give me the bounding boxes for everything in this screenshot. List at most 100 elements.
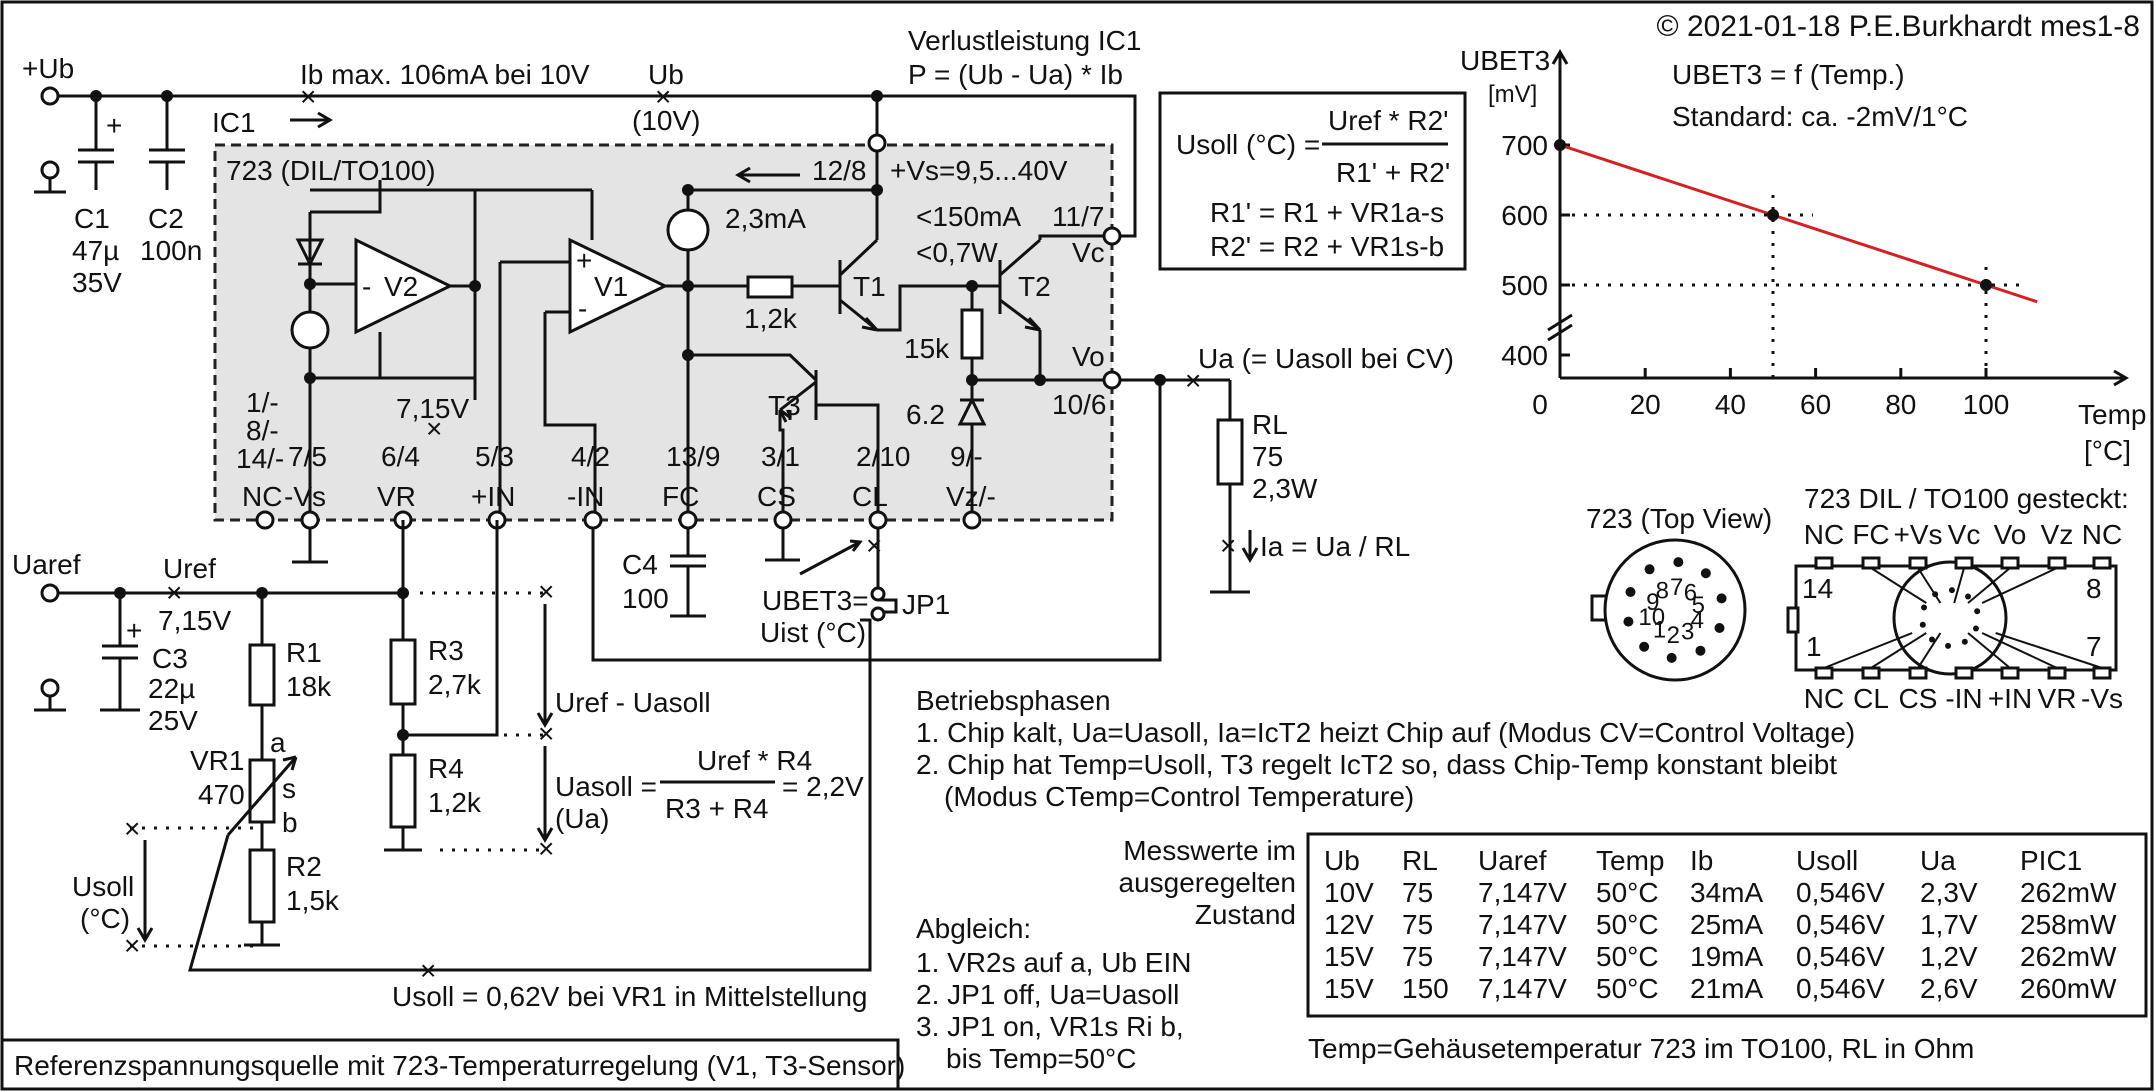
- adjust-4: bis Temp=50°C: [946, 1043, 1136, 1074]
- svg-text:1,2k: 1,2k: [428, 787, 482, 818]
- nc-pin-labels: 1/- 8/- 14/- NC: [236, 387, 284, 512]
- to100-pin-label: 5: [1692, 592, 1705, 619]
- svg-text:×: ×: [866, 530, 882, 561]
- copyright: © 2021-01-18 P.E.Burkhardt mes1-8: [1657, 10, 2141, 43]
- pin-name: CS: [757, 481, 796, 512]
- pin-terminal-0[interactable]: [300, 510, 320, 530]
- table-cell: 150: [1402, 973, 1449, 1004]
- table-cell: 1,2V: [1920, 941, 1978, 972]
- loss-formula: P = (Ub - Ua) * Ib: [908, 59, 1123, 90]
- table-cell: 75: [1402, 877, 1433, 908]
- v2-label: V2: [384, 271, 418, 302]
- table-cell: 2,6V: [1920, 973, 1978, 1004]
- svg-text:b: b: [282, 807, 298, 838]
- current-source-label: 2,3mA: [725, 203, 806, 234]
- pin-terminal-4[interactable]: [678, 510, 698, 530]
- chart-x-axis: [1560, 369, 2129, 387]
- measure-table-box: [1306, 832, 2148, 1018]
- to100-pin-label: 7: [1670, 574, 1683, 601]
- chart-ylabel: UBET3: [1460, 45, 1550, 76]
- dil-top-pin-label: Vz: [2041, 519, 2074, 550]
- svg-text:+: +: [126, 615, 142, 646]
- x-tick-label: 80: [1885, 389, 1916, 420]
- table-cell: 50°C: [1596, 877, 1659, 908]
- svg-text:47µ: 47µ: [72, 235, 119, 266]
- table-header: Ub: [1324, 845, 1360, 876]
- table-cell: 0,546V: [1796, 941, 1885, 972]
- svg-text:-: -: [362, 271, 371, 302]
- svg-text:470: 470: [198, 779, 245, 810]
- v2-opamp: [354, 237, 454, 335]
- y-tick-label: 400: [1501, 340, 1548, 371]
- table-header: Ua: [1920, 845, 1956, 876]
- vr1-pot[interactable]: [248, 758, 276, 824]
- x-mark: ×: [300, 81, 316, 112]
- y-tick-label: 700: [1501, 130, 1548, 161]
- pin-terminal-5[interactable]: [773, 510, 793, 530]
- svg-text:Zustand: Zustand: [1195, 899, 1296, 930]
- dil-pin: [1954, 666, 1974, 680]
- dil-title: 723 DIL / TO100 gesteckt:: [1804, 483, 2129, 514]
- data-point: [1767, 209, 1779, 221]
- dil-top-pin-label: NC: [2082, 519, 2122, 550]
- c2-labels: C2 100n: [140, 203, 202, 266]
- table-cell: 75: [1402, 909, 1433, 940]
- t1-label: T1: [853, 271, 886, 302]
- c1-labels: C1 47µ 35V: [72, 203, 122, 298]
- to100-pin: [1714, 622, 1725, 633]
- table-cell: 0,546V: [1796, 909, 1885, 940]
- table-cell: 19mA: [1690, 941, 1763, 972]
- svg-text:×: ×: [538, 833, 554, 864]
- chart-subtitle: Standard: ca. -2mV/1°C: [1672, 101, 1968, 132]
- x-mark: ×: [655, 81, 671, 112]
- dil-bottom-pin-label: CL: [1853, 683, 1889, 714]
- phase-2: 2. Chip hat Temp=Usoll, T3 regelt IcT2 s…: [916, 749, 1837, 780]
- table-header: PIC1: [2020, 845, 2082, 876]
- dil-wire: [1870, 632, 1927, 669]
- svg-text:R3: R3: [428, 635, 464, 666]
- dil-bottom-pin-label: +IN: [1988, 683, 2032, 714]
- r1-resistor: [248, 643, 276, 707]
- svg-text:25V: 25V: [148, 705, 198, 736]
- t3-label: T3: [768, 390, 801, 421]
- adjust-title: Abgleich:: [916, 913, 1031, 944]
- pin-terminal-3[interactable]: [583, 510, 603, 530]
- pin-terminal-6[interactable]: [868, 510, 888, 530]
- svg-text:35V: 35V: [72, 267, 122, 298]
- rl-resistor[interactable]: [1216, 418, 1244, 486]
- ub-terminal[interactable]: [40, 86, 60, 106]
- table-cell: 262mW: [2020, 877, 2117, 908]
- table-cell: 7,147V: [1478, 973, 1567, 1004]
- dil-to100-pin: [1929, 636, 1936, 643]
- to100-pin: [1623, 616, 1634, 627]
- dil-pin: [2092, 666, 2112, 680]
- t1-limit-i: <150mA: [916, 201, 1021, 232]
- svg-text:×: ×: [538, 576, 554, 607]
- to100-pin-label: 1: [1653, 616, 1666, 643]
- svg-text:×: ×: [166, 577, 182, 608]
- dil-pin: [2000, 666, 2020, 680]
- dil-pin: [2092, 556, 2112, 570]
- svg-text:R4: R4: [428, 753, 464, 784]
- pin-terminal-7[interactable]: [962, 510, 982, 530]
- table-header: Uaref: [1478, 845, 1547, 876]
- jp1-label[interactable]: JP1: [902, 589, 950, 620]
- to100-pin-label: 6: [1684, 580, 1697, 607]
- vc-pin: 11/7: [1052, 201, 1104, 232]
- dil-pin: [2047, 556, 2067, 570]
- svg-text:×: ×: [124, 930, 140, 961]
- dil-wire: [1870, 567, 1927, 604]
- dil-pin: [2000, 556, 2020, 570]
- dil-to100-pin: [1961, 638, 1968, 645]
- svg-text:×: ×: [420, 955, 436, 986]
- x-tick-label: 20: [1630, 389, 1661, 420]
- vs-pin: 12/8: [812, 155, 867, 186]
- svg-text:7: 7: [2086, 631, 2102, 662]
- svg-text:+: +: [576, 245, 592, 276]
- phases-title: Betriebsphasen: [916, 685, 1111, 716]
- to100-pin-label: 3: [1681, 618, 1694, 645]
- svg-text:+: +: [106, 110, 122, 141]
